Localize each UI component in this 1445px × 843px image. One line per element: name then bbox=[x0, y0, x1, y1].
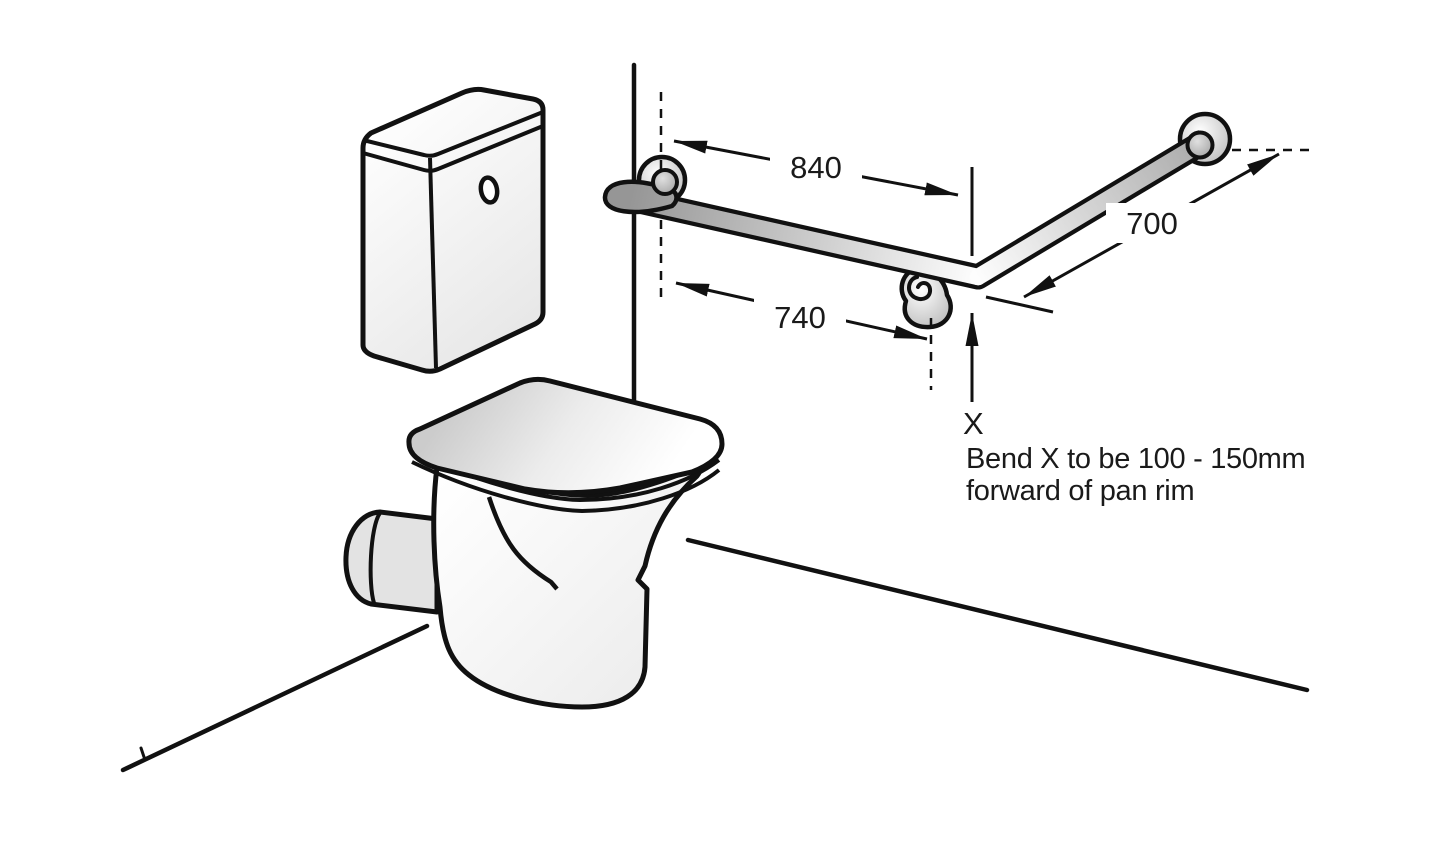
flush-button bbox=[478, 175, 500, 205]
floor-line-left bbox=[120, 623, 430, 773]
bowl-contour-line bbox=[486, 496, 559, 591]
cistern-corner-edge bbox=[428, 157, 438, 369]
rail-left-arm bbox=[621, 190, 987, 286]
bend-note-line1: Bend X to be 100 - 150mm bbox=[966, 443, 1305, 475]
dimension-700-label: 700 bbox=[1126, 206, 1178, 241]
toilet-pan bbox=[343, 376, 725, 710]
right-flange-cap bbox=[1185, 130, 1215, 160]
pan-pedestal bbox=[431, 463, 703, 710]
left-flange-cap bbox=[651, 168, 679, 196]
extension-solid-bend-right bbox=[985, 295, 1054, 314]
waste-pipe-cap-line bbox=[368, 511, 382, 604]
dimension-labels: 840 740 700 X Bend X to be 100 - 150mm f… bbox=[754, 147, 1306, 507]
label-mask-840 bbox=[770, 147, 862, 187]
dimension-740-label: 740 bbox=[774, 300, 826, 335]
waste-pipe bbox=[343, 509, 440, 615]
seat-edge-line-2 bbox=[411, 460, 721, 513]
bend-x-label: X bbox=[963, 406, 984, 441]
label-mask-700 bbox=[1106, 203, 1198, 243]
floor-line-right bbox=[685, 537, 1310, 693]
cistern bbox=[360, 86, 546, 374]
toilet-seat-top bbox=[406, 376, 725, 496]
cistern-top-edge bbox=[362, 110, 544, 158]
dimension-840-label: 840 bbox=[790, 150, 842, 185]
floor-mark bbox=[139, 746, 146, 759]
label-mask-740 bbox=[754, 297, 846, 337]
bend-note-line2: forward of pan rim bbox=[966, 475, 1194, 507]
cistern-body bbox=[360, 86, 546, 374]
